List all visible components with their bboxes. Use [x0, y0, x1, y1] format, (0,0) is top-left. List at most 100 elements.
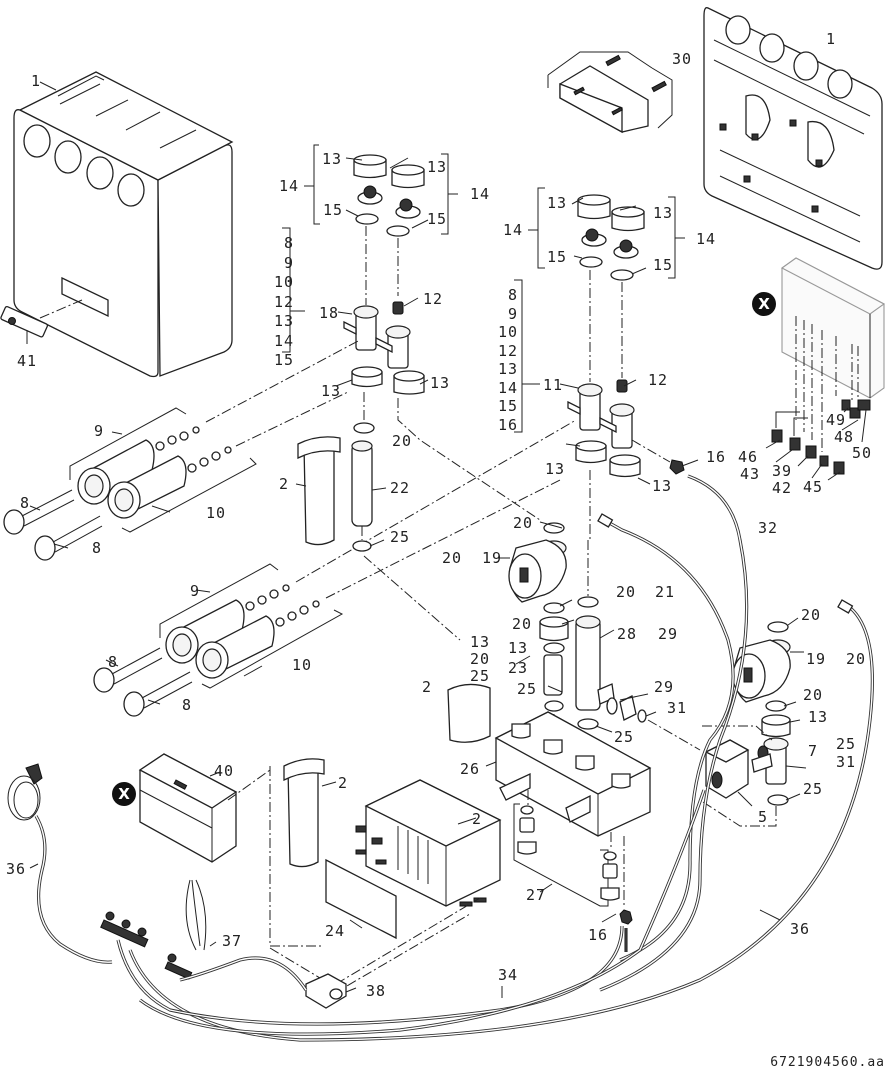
callout-18: 18 — [319, 304, 340, 322]
three-way-valve-7-part — [699, 737, 789, 827]
callout-31: 31 — [667, 699, 688, 717]
callout-25: 25 — [390, 528, 411, 546]
callout-25: 25 — [614, 728, 635, 746]
manifold-26-part — [447, 683, 652, 837]
callout-20: 20 — [512, 615, 533, 633]
callout-21: 21 — [655, 583, 676, 601]
front-cover-part — [0, 71, 234, 378]
callout-15: 15 — [427, 210, 448, 228]
callout-32: 32 — [758, 519, 779, 537]
circulation-pump-left-part — [508, 522, 569, 732]
callout-13: 13 — [322, 150, 343, 168]
callout-28: 28 — [617, 625, 638, 643]
callout-50: 50 — [852, 444, 873, 462]
callout-20: 20 — [392, 432, 413, 450]
callout-1: 1 — [826, 30, 837, 48]
callout-40: 40 — [214, 762, 235, 780]
callout-30: 30 — [672, 50, 693, 68]
callout-group-11: 8 9 10 12 13 14 15 16 — [497, 286, 518, 434]
callout-2: 2 — [472, 810, 483, 828]
callout-20: 20 — [442, 549, 463, 567]
accessory-marker-badge: X — [112, 782, 136, 806]
fitting-set-left-group — [304, 144, 458, 305]
callout-25: 25 — [803, 780, 824, 798]
callout-15: 15 — [323, 201, 344, 219]
callout-14: 14 — [470, 185, 491, 203]
callout-10: 10 — [206, 504, 227, 522]
callout-39: 39 — [772, 462, 793, 480]
insulation-tube-set-lower — [93, 419, 577, 717]
wall-bracket-part — [547, 51, 673, 134]
callout-16: 16 — [588, 926, 609, 944]
callout-49: 49 — [826, 411, 847, 429]
callout-38: 38 — [366, 982, 387, 1000]
callout-8: 8 — [182, 696, 193, 714]
callout-26: 26 — [460, 760, 481, 778]
callout-10: 10 — [292, 656, 313, 674]
power-cable-36-part — [7, 763, 113, 964]
callout-14: 14 — [503, 221, 524, 239]
callout-48: 48 — [834, 428, 855, 446]
callout-20: 20 — [801, 606, 822, 624]
callout-2: 2 — [279, 475, 290, 493]
callout-27: 27 — [526, 886, 547, 904]
callout-29: 29 — [654, 678, 675, 696]
callout-43: 43 — [740, 465, 761, 483]
callout-15: 15 — [547, 248, 568, 266]
callout-20: 20 — [616, 583, 637, 601]
callout-36: 36 — [790, 920, 811, 938]
valve-assembly-11-part — [567, 379, 685, 478]
callout-12: 12 — [648, 371, 669, 389]
callout-group-23: 13 20 25 — [469, 633, 490, 685]
callout-2: 2 — [338, 774, 349, 792]
callout-13: 13 — [547, 194, 568, 212]
callout-13: 13 — [652, 477, 673, 495]
insulation-shell-lower-part — [283, 758, 325, 868]
callout-25: 25 — [517, 680, 538, 698]
accessory-marker-badge: X — [752, 292, 776, 316]
callout-23: 23 — [508, 659, 529, 677]
callout-14: 14 — [279, 177, 300, 195]
callout-12: 12 — [423, 290, 444, 308]
pipe-28-part — [575, 470, 701, 751]
callout-29: 29 — [658, 625, 679, 643]
callout-24: 24 — [325, 922, 346, 940]
callout-37: 37 — [222, 932, 243, 950]
callout-13: 13 — [321, 382, 342, 400]
foam-block-part — [355, 779, 502, 907]
shell-and-pipe-22-part — [297, 436, 461, 641]
callout-9: 9 — [94, 422, 105, 440]
callout-2: 2 — [422, 678, 433, 696]
callout-13: 13 — [508, 639, 529, 657]
callout-group-18: 8 9 10 12 13 14 15 — [273, 234, 294, 369]
callout-5: 5 — [758, 808, 769, 826]
rear-insulation-shell-part — [703, 7, 883, 270]
valve-assembly-18-part — [282, 227, 541, 521]
callout-36: 36 — [6, 860, 27, 878]
callout-9: 9 — [190, 582, 201, 600]
fitting-set-right-group — [514, 187, 685, 433]
callout-45: 45 — [803, 478, 824, 496]
callout-14: 14 — [696, 230, 717, 248]
callout-8: 8 — [92, 539, 103, 557]
callout-42: 42 — [772, 479, 793, 497]
circulation-pump-right-part — [732, 621, 791, 738]
callout-20: 20 — [846, 650, 867, 668]
callout-46: 46 — [738, 448, 759, 466]
callout-13: 13 — [653, 204, 674, 222]
cables-group — [116, 474, 874, 1042]
callout-19: 19 — [482, 549, 503, 567]
drawing-number: 6721904560.aa — [770, 1055, 885, 1070]
callout-34: 34 — [498, 966, 519, 984]
callout-13: 13 — [545, 460, 566, 478]
sensor-38-part — [179, 956, 347, 1009]
callout-7: 7 — [808, 742, 819, 760]
callout-16: 16 — [706, 448, 727, 466]
control-module-part — [771, 257, 886, 475]
leader-lines — [29, 157, 867, 998]
controller-40-part — [138, 753, 324, 947]
callout-22: 22 — [390, 479, 411, 497]
callout-41: 41 — [17, 352, 38, 370]
